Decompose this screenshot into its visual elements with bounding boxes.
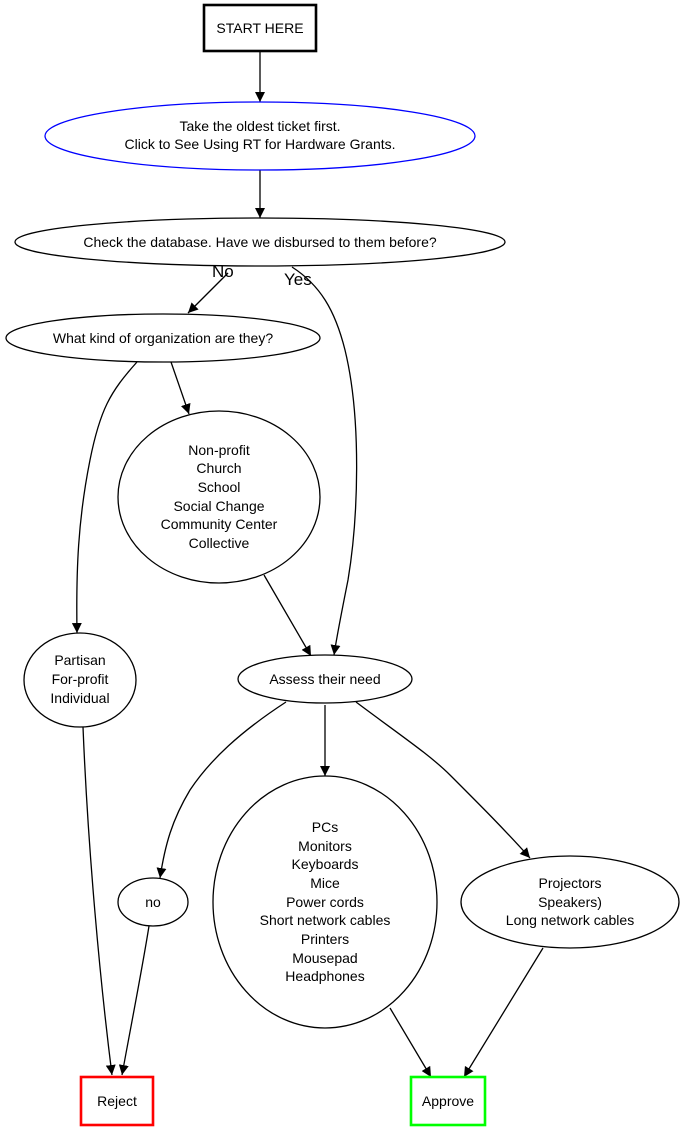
eligible-org-collective: Collective [189,535,250,551]
av-item-long-network-cables: Long network cables [506,912,634,928]
av-item-projectors: Projectors [538,875,601,891]
eligible-org-church: Church [196,460,241,476]
node-assess-need: Assess their need [237,654,413,704]
edge-label-yes: Yes [284,270,312,289]
eligible-org-community-center: Community Center [161,516,278,532]
basic-item-headphones: Headphones [285,968,364,984]
approve-box [409,1075,487,1127]
node-check-db: Check the database. Have we disbursed to… [14,217,506,267]
org-kind-label: What kind of organization are they? [53,330,273,346]
av-items-ellipse [460,855,680,949]
edge-ineligible-to-reject [82,726,116,1076]
edge-basic-to-approve [389,1007,432,1078]
edge-eligible-to-assess-need [263,574,312,657]
no-need-label: no [145,894,161,910]
edge-org-kind-to-ineligible [71,361,138,634]
basic-item-mice: Mice [310,875,340,891]
edge-assess-need-to-av [355,701,531,859]
node-eligible-orgs: Non-profit Church School Social Change C… [117,410,321,584]
eligible-org-social-change: Social Change [173,498,264,514]
basic-item-mousepad: Mousepad [292,950,357,966]
basic-items-ellipse [212,775,438,1029]
approve-label: Approve [422,1093,474,1109]
edges [71,52,544,1078]
org-kind-ellipse [5,313,321,363]
basic-item-short-network-cables: Short network cables [260,912,391,928]
node-basic-items: PCs Monitors Keyboards Mice Power cords … [212,775,438,1029]
node-no-need: no [117,877,189,927]
assess-need-ellipse [237,654,413,704]
basic-item-power-cords: Power cords [286,894,364,910]
ineligible-org-for-profit: For-profit [52,671,109,687]
oldest-ticket-ellipse [44,101,476,171]
node-start[interactable]: START HERE [202,3,318,53]
start-box [202,3,318,53]
assess-need-label: Assess their need [269,671,380,687]
edge-org-kind-to-eligible [170,361,191,415]
node-oldest-ticket-link[interactable]: Take the oldest ticket first. Click to S… [44,101,476,171]
oldest-ticket-line-1: Take the oldest ticket first. [179,118,340,134]
check-db-ellipse [14,217,506,267]
check-db-label: Check the database. Have we disbursed to… [83,234,437,250]
eligible-orgs-ellipse [117,410,321,584]
ineligible-org-individual: Individual [50,690,109,706]
basic-item-keyboards: Keyboards [292,856,359,872]
node-org-kind: What kind of organization are they? [5,313,321,363]
node-approve: Approve [409,1075,487,1127]
basic-item-pcs: PCs [312,819,338,835]
oldest-ticket-line-2: Click to See Using RT for Hardware Grant… [124,136,395,152]
node-av-items: Projectors Speakers) Long network cables [460,855,680,949]
node-ineligible-orgs: Partisan For-profit Individual [23,632,137,728]
edge-no-to-reject [118,925,150,1076]
basic-item-printers: Printers [301,931,349,947]
edge-label-no: No [212,262,234,281]
edge-av-to-approve [463,947,544,1078]
start-label: START HERE [216,20,303,36]
eligible-org-non-profit: Non-profit [188,442,250,458]
edge-check-db-to-assess-need [291,266,358,656]
basic-item-monitors: Monitors [298,838,352,854]
no-need-ellipse [117,877,189,927]
ineligible-org-partisan: Partisan [54,652,105,668]
av-item-speakers: Speakers) [538,894,602,910]
reject-label: Reject [97,1093,137,1109]
ineligible-orgs-ellipse [23,632,137,728]
reject-box [79,1075,155,1127]
edge-assess-need-to-no [156,701,287,879]
edge-check-db-to-org-kind [187,272,229,314]
eligible-org-school: School [198,479,241,495]
node-reject: Reject [79,1075,155,1127]
